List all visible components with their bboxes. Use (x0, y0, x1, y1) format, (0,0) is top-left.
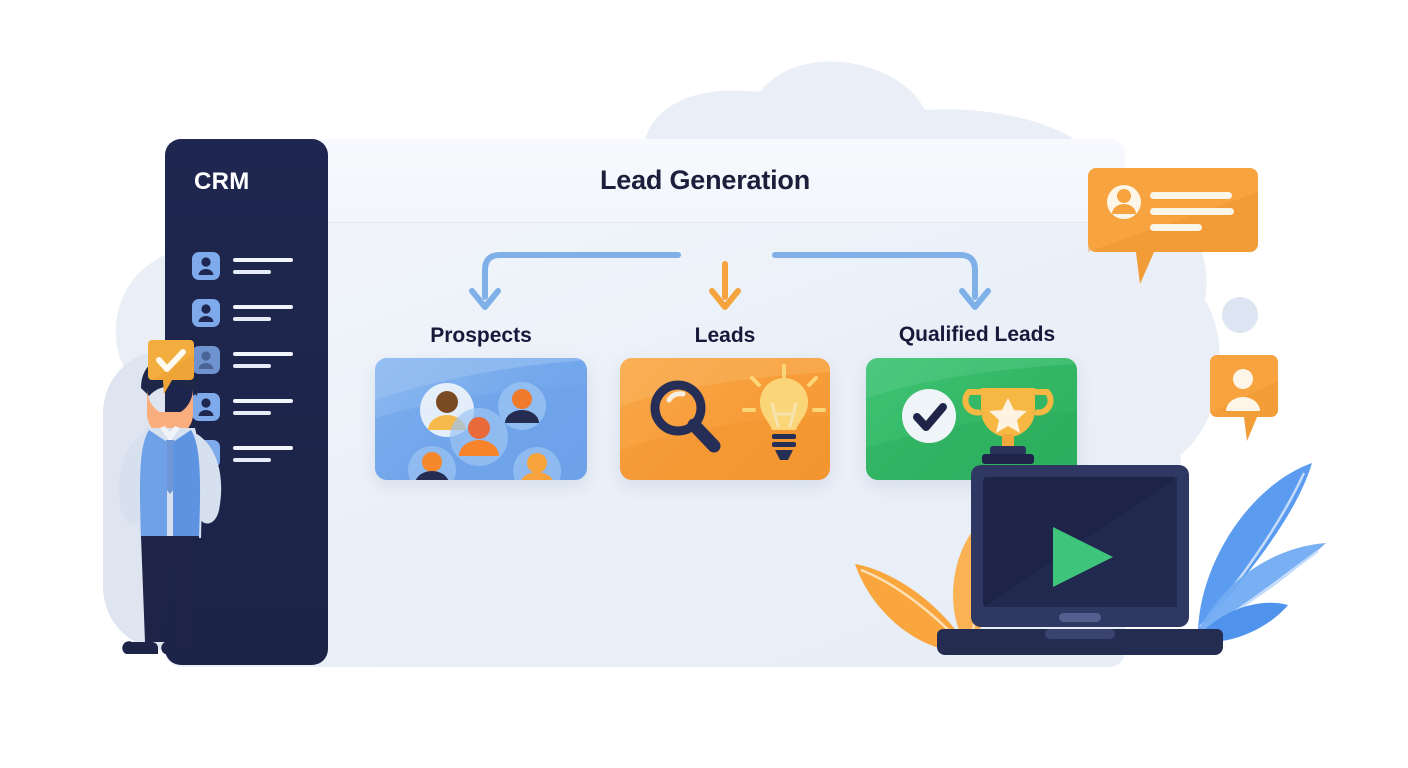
sidebar-item-contact-2[interactable] (192, 298, 312, 328)
stage-label-leads: Leads (694, 324, 756, 347)
contact-text-lines (233, 446, 293, 462)
contact-text-lines (233, 352, 293, 368)
accent-dot (1222, 297, 1258, 333)
laptop-video-illustration (937, 465, 1223, 655)
user-avatar-icon (192, 346, 220, 374)
contact-text-lines (233, 305, 293, 321)
sidebar-item-contact-4[interactable] (192, 392, 312, 422)
sidebar-contact-list (192, 251, 312, 486)
user-avatar-icon (192, 393, 220, 421)
stage-label-qualified-leads: Qualified Leads (898, 323, 1056, 346)
stage-label-prospects: Prospects (430, 324, 532, 347)
sales-person-illustration (118, 357, 222, 654)
stage-card-qualified-leads[interactable] (866, 358, 1077, 480)
people-group-icon (375, 358, 587, 480)
user-message-bubble-icon (1088, 168, 1258, 284)
user-bubble-icon (1210, 355, 1278, 441)
contact-text-lines (233, 258, 293, 274)
sidebar-item-contact-3[interactable] (192, 345, 312, 375)
stage-card-leads[interactable] (620, 358, 830, 480)
magnifier-lightbulb-icon (620, 358, 830, 480)
page-title: Lead Generation (599, 165, 811, 195)
user-avatar-icon (192, 252, 220, 280)
stage-card-prospects[interactable] (375, 358, 587, 480)
sidebar-item-contact-1[interactable] (192, 251, 312, 281)
sidebar-brand-label: CRM (194, 168, 250, 195)
check-badge-icon (148, 340, 194, 394)
contact-text-lines (233, 399, 293, 415)
user-avatar-icon (192, 299, 220, 327)
play-button-icon (1053, 527, 1113, 587)
check-trophy-icon (866, 358, 1077, 480)
